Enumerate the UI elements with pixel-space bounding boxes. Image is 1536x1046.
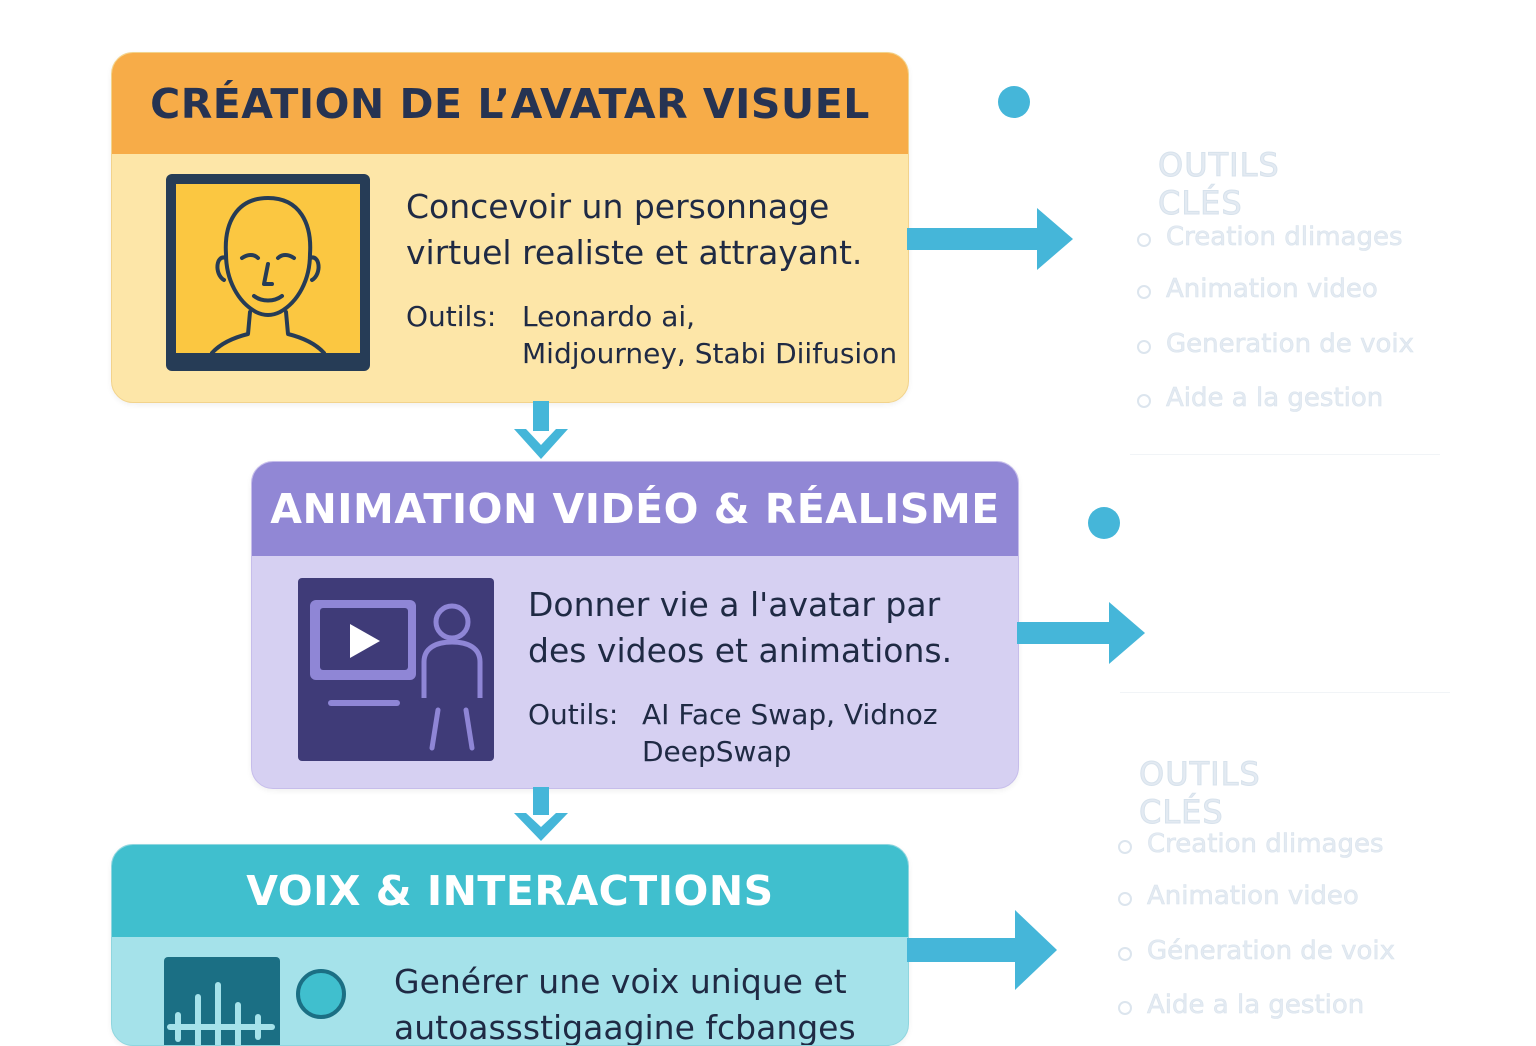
panel-item: Géneration de voix — [1147, 936, 1396, 967]
description-line: autoassstigaagine fcbanges — [394, 1008, 856, 1046]
tools-line: Midjourney, Stabi Diifusion — [522, 337, 898, 370]
down-arrow-icon — [514, 787, 568, 841]
bullet-icon — [1118, 892, 1132, 906]
step-body: Concevoir un personnage virtuel realiste… — [112, 154, 908, 402]
marker-dot-icon — [998, 86, 1030, 118]
bullet-icon — [1137, 285, 1151, 299]
right-arrow-icon — [907, 208, 1073, 270]
bullet-icon — [1118, 840, 1132, 854]
step-card-avatar: CRÉATION DE L’AVATAR VISUEL — [111, 52, 909, 403]
avatar-face-icon — [166, 174, 370, 371]
bullet-icon — [1137, 340, 1151, 354]
right-arrow-icon — [907, 910, 1057, 990]
panel-item: Generation de voix — [1166, 329, 1415, 360]
description-line: Concevoir un personnage — [406, 187, 830, 226]
bullet-icon — [1137, 394, 1151, 408]
tools-line: AI Face Swap, Vidnoz — [642, 698, 938, 731]
tools-label: Outils: — [528, 698, 619, 731]
step-title: CRÉATION DE L’AVATAR VISUEL — [112, 53, 908, 154]
step-title: VOIX & INTERACTIONS — [112, 845, 908, 937]
bullet-icon — [1118, 1001, 1132, 1015]
panel-item: Animation video — [1166, 274, 1378, 305]
bullet-icon — [1137, 233, 1151, 247]
panel-item: Creation dlimages — [1147, 829, 1384, 860]
step-body: Donner vie a l'avatar par des videos et … — [252, 556, 1018, 788]
step-description: Donner vie a l'avatar par des videos et … — [528, 582, 952, 674]
step-card-animation: ANIMATION VIDÉO & RÉALISME Donner vie a … — [251, 461, 1019, 789]
tools-line: Leonardo ai, — [522, 300, 696, 333]
step-title: ANIMATION VIDÉO & RÉALISME — [252, 462, 1018, 556]
down-arrow-icon — [514, 401, 568, 459]
tools-list: AI Face Swap, Vidnoz DeepSwap — [642, 696, 938, 770]
panel-item: Animation video — [1147, 881, 1359, 912]
tools-line: DeepSwap — [642, 735, 792, 768]
description-line: virtuel realiste et attrayant. — [406, 233, 863, 272]
step-body: Genérer une voix unique et autoassstigaa… — [112, 937, 908, 1045]
divider — [1130, 454, 1440, 455]
step-card-voice: VOIX & INTERACTIONS Genérer une voix uni… — [111, 844, 909, 1046]
tools-list: Leonardo ai, Midjourney, Stabi Diifusion — [522, 298, 897, 372]
step-description: Concevoir un personnage virtuel realiste… — [406, 184, 862, 276]
description-line: Genérer une voix unique et — [394, 962, 847, 1001]
bullet-icon — [1118, 947, 1132, 961]
panel-title: OUTILS CLÉS — [1158, 146, 1280, 223]
panel-item: Creation dlimages — [1166, 222, 1403, 253]
sound-wave-icon — [164, 957, 280, 1045]
panel-item: Aide a la gestion — [1166, 383, 1384, 414]
description-line: Donner vie a l'avatar par — [528, 585, 941, 624]
panel-item: Aide a la gestion — [1147, 990, 1365, 1021]
panel-title: OUTILS CLÉS — [1139, 755, 1261, 832]
record-circle-icon — [296, 969, 346, 1019]
marker-dot-icon — [1088, 507, 1120, 539]
tools-label: Outils: — [406, 300, 497, 333]
description-line: des videos et animations. — [528, 631, 953, 670]
video-presenter-icon — [298, 578, 494, 761]
step-description: Genérer une voix unique et autoassstigaa… — [394, 959, 856, 1046]
right-arrow-icon — [1017, 602, 1145, 664]
divider — [1120, 692, 1450, 693]
